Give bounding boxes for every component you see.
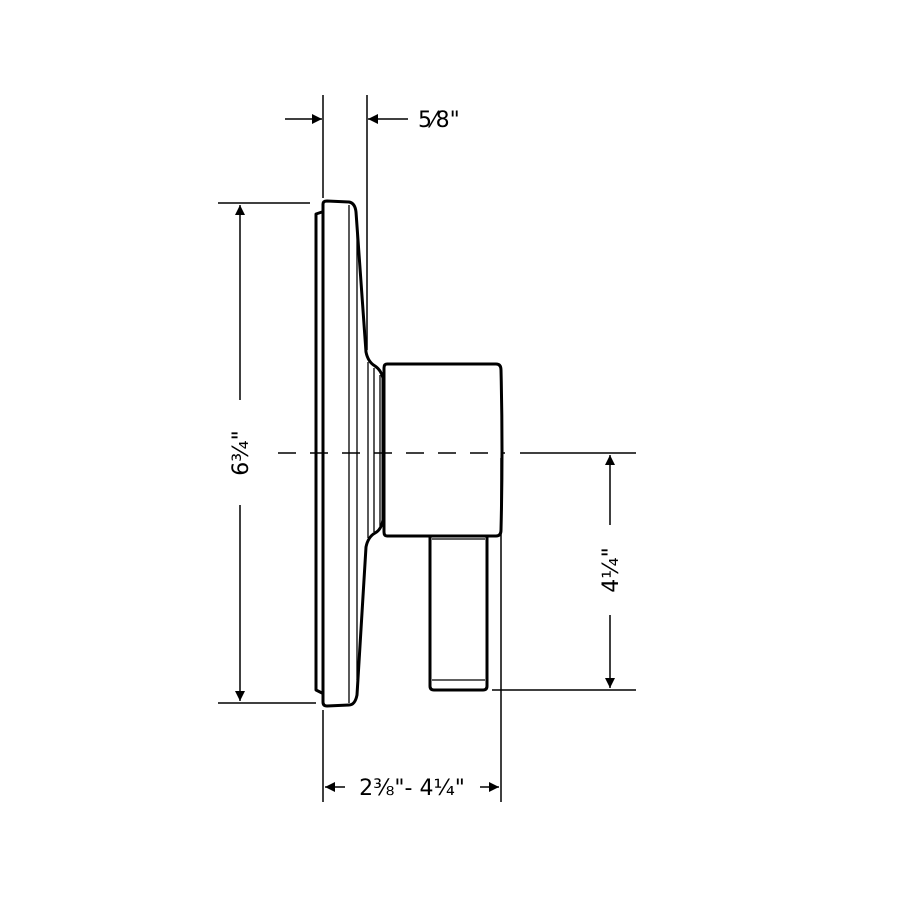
dimension-projection: 2⅜"- 4¼" xyxy=(325,776,499,801)
dimension-label-plate-depth: 5⁄8" xyxy=(418,108,460,133)
dimension-label-plate-height: 6¾" xyxy=(229,430,254,475)
dimension-label-lever-drop: 4¼" xyxy=(599,547,624,592)
extension-lines xyxy=(218,95,636,802)
dimension-plate-height: 6¾" xyxy=(229,205,254,701)
handle-hub xyxy=(382,362,504,538)
dimension-plate-depth: 5⁄8" xyxy=(285,108,460,133)
dimension-label-projection: 2⅜"- 4¼" xyxy=(359,776,465,801)
handle-lever xyxy=(428,534,489,692)
dimension-lever-drop: 4¼" xyxy=(599,455,624,688)
wall-plate xyxy=(314,199,385,708)
